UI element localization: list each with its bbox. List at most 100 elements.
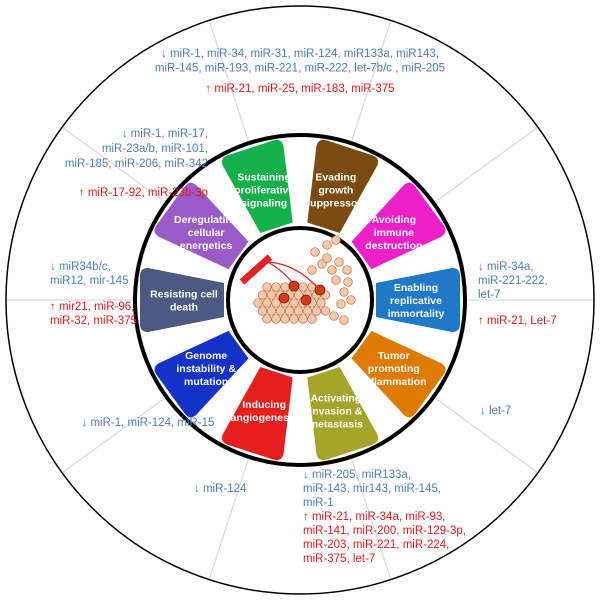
hallmark-tile-deregulating	[154, 182, 249, 270]
tumor-cell-14	[253, 298, 263, 308]
tumor-cell-6	[257, 290, 268, 300]
hallmark-label-deregulating-1: cellular	[188, 227, 225, 239]
hallmark-tile-activating	[307, 367, 379, 461]
tumor-cell-46	[346, 295, 356, 305]
divider-line-2	[351, 21, 392, 142]
tumor-cell-30	[262, 314, 272, 324]
tumor-nucleus-0	[288, 280, 300, 292]
mirna-bottom-right-line-2: miR-1	[303, 497, 334, 509]
mirna-left-line-0: ↓ miR34b/c,	[50, 261, 111, 273]
tumor-cell-39	[322, 253, 332, 263]
hallmark-label-genome-1: instability &	[176, 363, 236, 375]
mirna-bottom-right-line-4: miR-141, miR-200, miR-129-3p,	[303, 525, 466, 537]
tumor-cell-0	[262, 282, 272, 292]
tumor-cell-25	[284, 306, 295, 316]
tumor-cell-49	[322, 240, 332, 250]
mirna-top-line-0: ↓ miR-1, miR-34, miR-31, miR-124, miR133…	[161, 48, 439, 60]
mirna-left-line-2: ↑ mir21, miR-96,	[50, 301, 134, 313]
hallmark-tile-tumor	[351, 330, 446, 418]
hallmark-shape-genome	[154, 330, 249, 418]
hallmark-label-resisting-0: Resisting cell	[150, 289, 218, 301]
tumor-cell-15	[262, 298, 272, 308]
hallmark-label-activating-0: Activating	[310, 392, 361, 404]
hallmark-label-enabling-1: replicative	[390, 295, 442, 307]
tumor-cell-32	[280, 314, 290, 324]
mirna-right-line-1: miR-221-222,	[478, 275, 548, 287]
outer-ring	[5, 5, 595, 595]
tumor-cell-26	[293, 306, 304, 316]
tumor-cell-36	[307, 265, 317, 275]
hallmark-label-avoiding-1: immune	[374, 227, 414, 239]
tumor-cell-10	[293, 290, 304, 300]
mirna-lower-left-line-0: ↓ miR-1, miR-124, miR-15	[82, 417, 215, 429]
tumor-cell-33	[289, 314, 299, 324]
tumor-cell-21	[316, 298, 326, 308]
hallmark-label-deregulating-0: Deregulating	[174, 214, 238, 226]
hallmark-label-sustaining-1: proliferative	[234, 185, 294, 197]
mirna-left-line-3: miR-32, miR-375	[50, 315, 137, 327]
hallmark-label-avoiding-0: Avoiding	[372, 214, 417, 226]
tumor-cell-44	[339, 287, 349, 297]
sector-dividers	[7, 21, 593, 579]
hallmark-shape-tumor	[351, 330, 446, 418]
mirna-lower-right-line-0: ↓ let-7	[480, 405, 511, 417]
tumor-cell-51	[310, 247, 320, 257]
hallmark-shape-sustaining	[221, 139, 293, 233]
tumor-cell-7	[266, 290, 277, 300]
hallmark-label-evading-2: suppressors	[304, 198, 367, 210]
mirna-left-line-1: miR12, mir-145	[50, 275, 129, 287]
hallmark-shape-avoiding	[351, 182, 446, 270]
tumor-cell-23	[266, 306, 277, 316]
mirna-right-line-2: let-7	[478, 289, 500, 301]
hallmark-shape-inducing	[221, 367, 293, 461]
tumor-cell-43	[343, 277, 353, 287]
tumor-cell-40	[334, 257, 344, 267]
divider-line-5	[434, 397, 538, 473]
mirna-right-line-0: ↓ miR-34a,	[478, 261, 534, 273]
mirna-upper-left-line-3: ↑ miR-17-92, miR-23b-3p	[79, 187, 208, 199]
hallmark-label-tumor-1: promoting	[368, 363, 420, 375]
tumor-cell-4	[298, 282, 308, 292]
hallmark-shape-activating	[307, 367, 379, 461]
hallmark-tile-inducing	[221, 367, 293, 461]
divider-line-6	[351, 458, 392, 579]
mirna-upper-left-line-0: ↓ miR-1, miR-17,	[122, 128, 208, 140]
hallmark-tile-genome	[154, 330, 249, 418]
tumor-cell-2	[280, 282, 290, 292]
hallmark-sectors: SustainingproliferativesignalingEvadingg…	[140, 139, 460, 461]
tumor-nucleus-3	[278, 292, 290, 304]
mirna-annotations: ↓ miR-1, miR-34, miR-31, miR-124, miR133…	[50, 48, 557, 565]
hallmark-tile-resisting	[140, 268, 224, 332]
tumor-cell-42	[331, 275, 341, 285]
divider-line-8	[62, 397, 166, 473]
tumor-cell-24	[275, 306, 286, 316]
hallmark-label-tumor-0: Tumor	[378, 350, 410, 362]
hallmark-shape-evading	[307, 139, 379, 233]
hallmark-label-genome-2: mutation	[184, 376, 228, 388]
tumor-cell-31	[271, 314, 281, 324]
divider-line-7	[208, 458, 249, 579]
tumor-cell-16	[271, 298, 281, 308]
hallmark-label-inducing-1: angiogenesis	[231, 412, 298, 424]
hallmark-shape-deregulating	[154, 182, 249, 270]
hallmark-label-activating-1: invasion &	[309, 405, 363, 417]
tumor-cell-38	[327, 265, 337, 275]
hallmark-tile-avoiding	[351, 182, 446, 270]
hallmark-label-avoiding-2: destruction	[365, 240, 422, 252]
divider-line-1	[208, 21, 249, 142]
tumor-cell-41	[342, 265, 352, 275]
tumor-cell-27	[302, 306, 313, 316]
tumor-cell-34	[298, 314, 308, 324]
divider-line-3	[434, 127, 538, 203]
tumor-cell-48	[339, 315, 349, 325]
hallmark-label-tumor-2: inflammation	[361, 376, 426, 388]
mirna-top-line-2: ↑ miR-21, miR-25, miR-183, miR-375	[205, 83, 394, 95]
hallmark-label-enabling-2: immortality	[388, 308, 445, 320]
tumor-cell-22	[257, 306, 268, 316]
tumor-cell-18	[289, 298, 299, 308]
tumor-nucleus-2	[300, 294, 312, 306]
tumor-cell-1	[271, 282, 281, 292]
hallmark-label-evading-1: growth	[318, 185, 353, 197]
